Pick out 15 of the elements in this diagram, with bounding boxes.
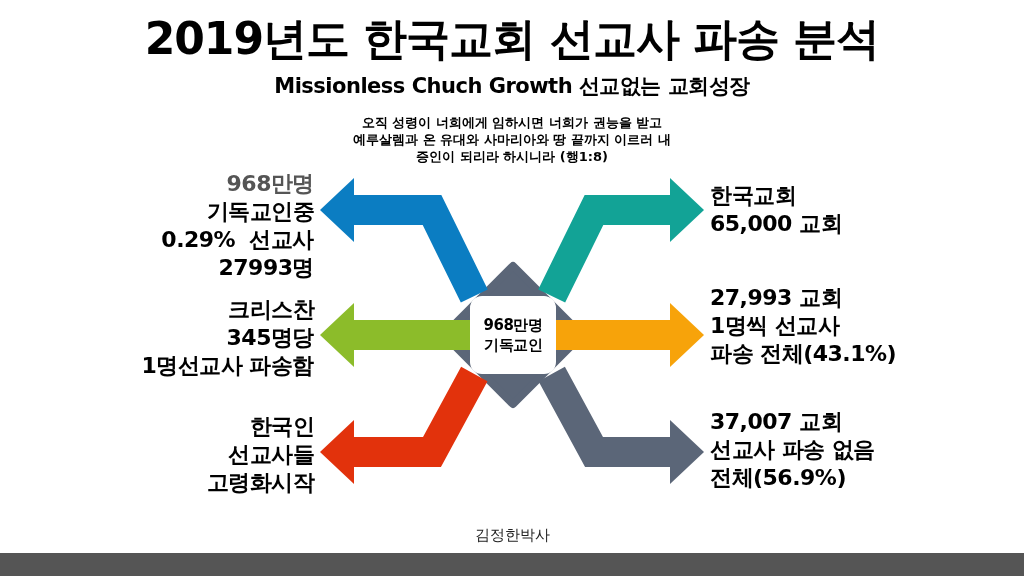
stat-text: 크리스찬 345명당 1명선교사 파송함 <box>140 296 314 380</box>
author-credit: 김정한박사 <box>474 526 550 545</box>
stat-text: 27,993 교회 1명씩 선교사 파송 전체(43.1%) <box>710 284 898 368</box>
center-box <box>470 296 556 374</box>
stat-text: 37,007 교회 선교사 파송 없음 전체(56.9%) <box>710 408 876 492</box>
center-label: 968만명 기독교인 <box>483 315 543 355</box>
title: 2019년도 한국교회 선교사 파송 분석 <box>144 12 880 66</box>
stat-text: 한국인 선교사들 고령화시작 <box>205 413 314 497</box>
scripture-quote: 오직 성령이 너희에게 임하시면 너희가 권능을 받고 예루살렘과 온 유대와 사마리아와 땅 끝까지 이르러 내 증인이 되리라 하시니라 (행1:8) <box>353 114 671 165</box>
arrow <box>556 303 704 367</box>
arrow <box>320 303 470 367</box>
stat-text: 기독교인중 0.29% 선교사 27993명 <box>160 198 314 282</box>
subtitle: Missionless Chuch Growth 선교없는 교회성장 <box>274 73 750 100</box>
stat-text: 한국교회 65,000 교회 <box>710 182 844 238</box>
stat-text: 968만명 <box>225 170 314 198</box>
